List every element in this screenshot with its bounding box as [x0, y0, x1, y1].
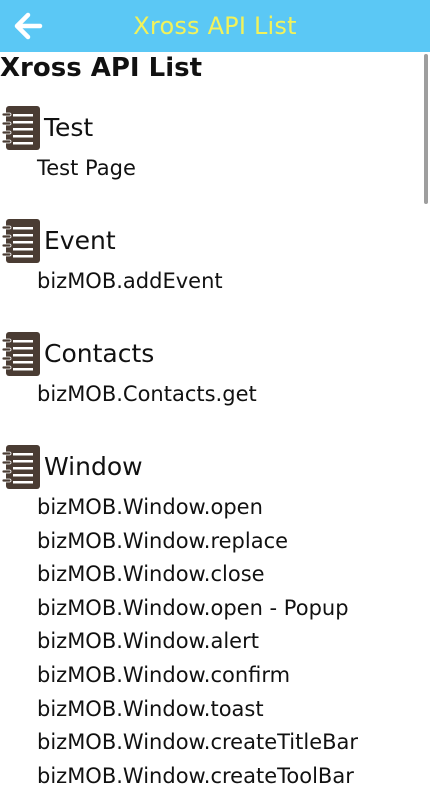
list-item[interactable]: bizMOB.Window.createToolBar: [37, 763, 354, 788]
section-label: Event: [44, 226, 116, 255]
notebook-icon: [1, 106, 40, 150]
title-bar: Xross API List: [0, 0, 430, 52]
list-item[interactable]: bizMOB.Window.replace: [37, 528, 289, 553]
item-list: Test Page: [0, 152, 420, 186]
list-item[interactable]: bizMOB.Window.createTitleBar: [37, 730, 359, 755]
section-contacts: Contacts bizMOB.Contacts.get: [0, 330, 420, 412]
list-item[interactable]: bizMOB.Window.alert: [37, 629, 259, 654]
section-header: Test: [0, 104, 420, 152]
list-item[interactable]: bizMOB.Window.open: [37, 495, 263, 519]
list-item[interactable]: bizMOB.Window.confirm: [37, 662, 291, 687]
api-list-content[interactable]: Xross API List Test Test Page: [0, 52, 430, 800]
section-header: Window: [0, 443, 420, 491]
back-button[interactable]: [8, 6, 48, 46]
section-label: Contacts: [44, 339, 155, 368]
section-label: Test: [44, 113, 94, 142]
scrollbar[interactable]: [424, 54, 428, 204]
list-item[interactable]: bizMOB.Contacts.get: [37, 382, 257, 406]
section-label: Window: [44, 452, 143, 481]
section-test: Test Test Page: [0, 104, 420, 186]
list-item[interactable]: bizMOB.Window.open - Popup: [37, 595, 349, 620]
arrow-left-icon: [14, 12, 43, 40]
section-event: Event bizMOB.addEvent: [0, 217, 420, 299]
section-header: Contacts: [0, 330, 420, 378]
notebook-icon: [1, 332, 40, 376]
section-window: Window bizMOB.Window.open bizMOB.Window.…: [0, 443, 420, 793]
notebook-icon: [1, 219, 40, 263]
page-title: Xross API List: [0, 53, 203, 83]
section-header: Event: [0, 217, 420, 265]
list-item[interactable]: bizMOB.addEvent: [37, 269, 223, 293]
list-item[interactable]: bizMOB.Window.toast: [37, 696, 264, 721]
notebook-icon: [1, 445, 40, 489]
item-list: bizMOB.Window.open bizMOB.Window.replace…: [0, 491, 420, 793]
item-list: bizMOB.Contacts.get: [0, 378, 420, 412]
header-title: Xross API List: [133, 12, 297, 40]
item-list: bizMOB.addEvent: [0, 265, 420, 299]
list-item[interactable]: Test Page: [37, 156, 136, 180]
list-item[interactable]: bizMOB.Window.close: [37, 562, 265, 587]
